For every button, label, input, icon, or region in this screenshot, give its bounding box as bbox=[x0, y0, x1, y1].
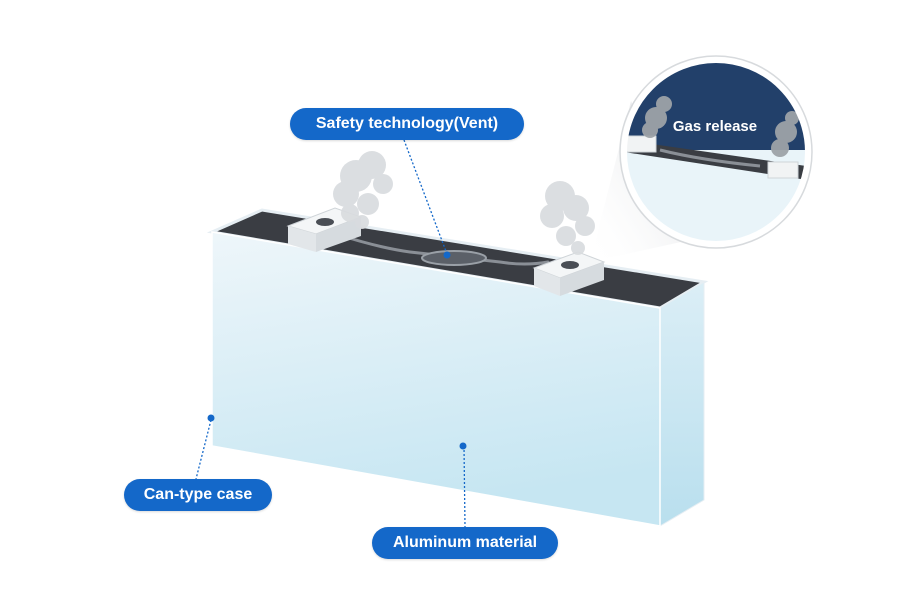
gas-smoke-left bbox=[333, 151, 393, 229]
callout-dot-alu bbox=[459, 442, 467, 450]
zoom-circle bbox=[619, 55, 813, 249]
callout-dot-vent bbox=[443, 251, 451, 259]
label-safety-technology: Safety technology(Vent) bbox=[290, 108, 524, 140]
terminal-right bbox=[532, 251, 606, 296]
callout-line-can bbox=[195, 419, 212, 480]
callout-dot-can bbox=[207, 414, 215, 422]
battery-side-face bbox=[659, 281, 705, 527]
label-aluminum-material: Aluminum material bbox=[372, 527, 558, 559]
label-gas-release: Gas release bbox=[672, 118, 758, 135]
callout-line-vent bbox=[403, 139, 448, 255]
callout-line-alu bbox=[463, 445, 466, 528]
safety-vent bbox=[421, 250, 487, 266]
vent-crack bbox=[334, 232, 550, 266]
label-can-type-case: Can-type case bbox=[124, 479, 272, 511]
gas-smoke-right bbox=[540, 181, 595, 255]
battery-front-face bbox=[211, 231, 661, 527]
